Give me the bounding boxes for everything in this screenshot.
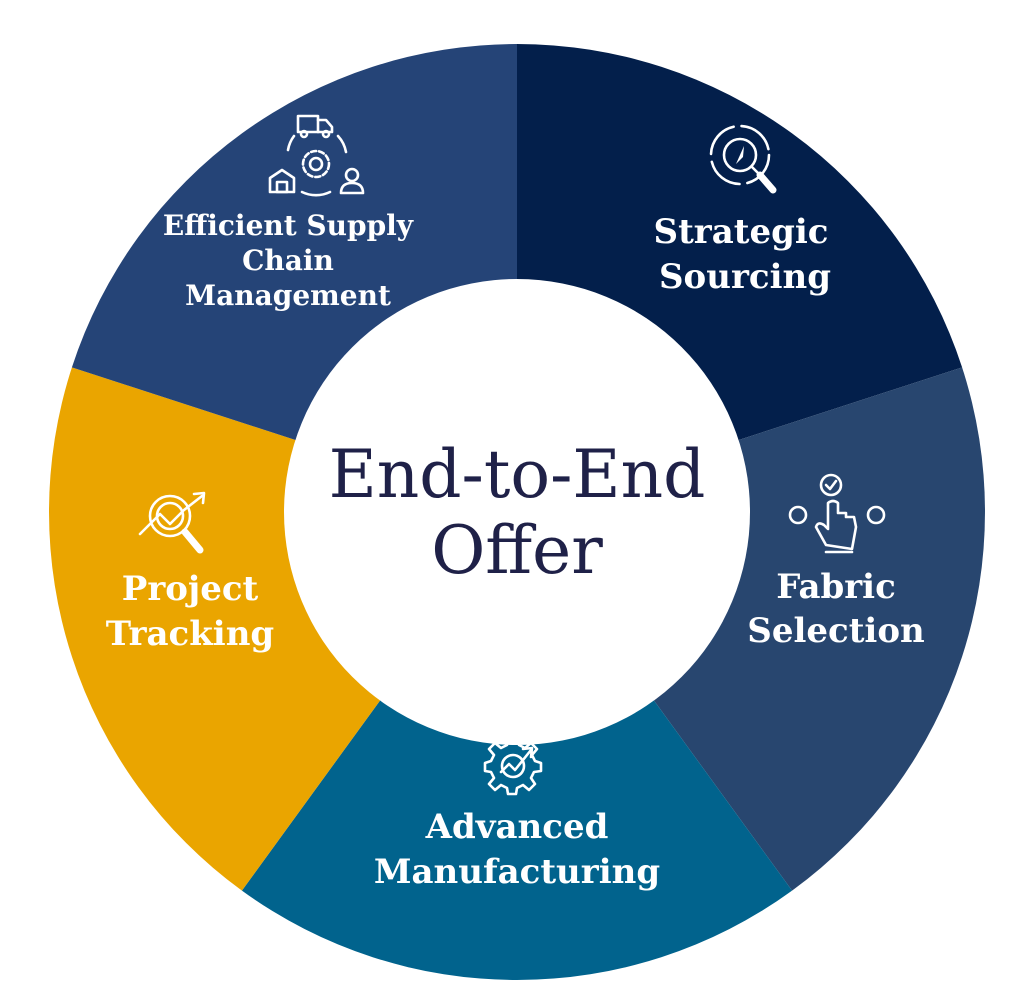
fabric-selection-line1: Fabric [776, 567, 896, 607]
gear-growth-icon [483, 736, 543, 796]
truck-icon [296, 114, 334, 139]
warehouse-icon [268, 168, 296, 194]
hand-select-icon [788, 473, 886, 554]
center-title-line1: End-to-End [329, 436, 706, 513]
segment-label-fabric-selection: Fabric Selection [747, 567, 924, 651]
supply-chain-line2: Chain [242, 244, 334, 277]
center-circle [284, 279, 750, 745]
project-tracking-line1: Project [122, 569, 259, 609]
strategic-sourcing-line2: Sourcing [659, 257, 831, 297]
supply-chain-cycle-icon [268, 114, 365, 197]
strategic-sourcing-line1: Strategic [654, 212, 829, 252]
supply-chain-line3: Management [185, 279, 391, 312]
segment-label-project-tracking: Project Tracking [106, 569, 274, 654]
segment-label-advanced-manufacturing: Advanced Manufacturing [374, 807, 660, 892]
advanced-manufacturing-line2: Manufacturing [374, 852, 660, 892]
person-icon [339, 167, 365, 195]
advanced-manufacturing-line1: Advanced [425, 807, 609, 847]
center-title-line2: Offer [431, 512, 603, 589]
project-tracking-line2: Tracking [106, 614, 274, 654]
magnifier-trend-icon [138, 491, 206, 554]
supply-chain-line1: Efficient Supply [163, 209, 414, 242]
compass-search-icon [709, 124, 777, 194]
fabric-selection-line2: Selection [747, 611, 924, 651]
segment-label-supply-chain: Efficient Supply Chain Management [163, 209, 414, 312]
segment-advanced-manufacturing [241, 512, 793, 980]
segment-label-strategic-sourcing: Strategic Sourcing [654, 212, 831, 297]
gear-icon [301, 149, 331, 179]
